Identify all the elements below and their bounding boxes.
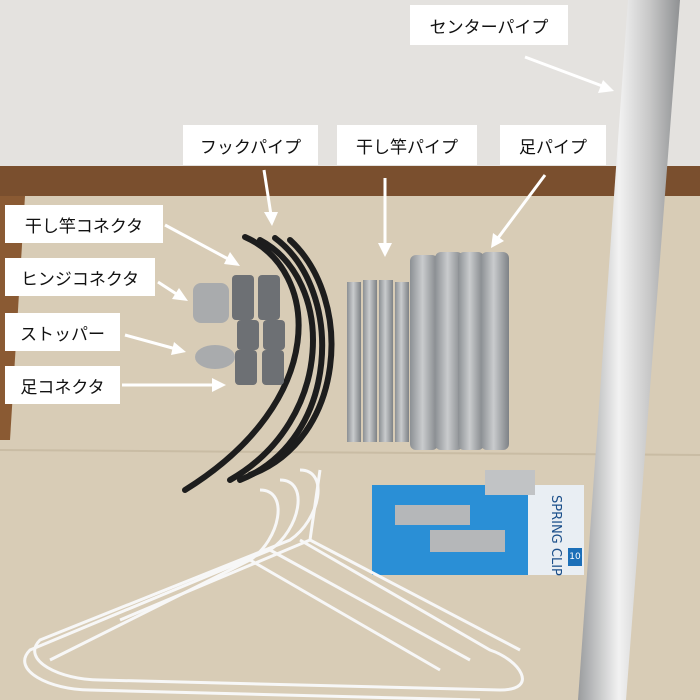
label-pole-connector: 干し竿コネクタ xyxy=(5,205,163,243)
label-stopper: ストッパー xyxy=(5,313,120,351)
label-leg-pipe: 足パイプ xyxy=(500,125,606,165)
center-pipe xyxy=(578,0,680,700)
baseboard xyxy=(0,166,700,196)
label-hinge-connector: ヒンジコネクタ xyxy=(5,258,155,296)
package-title: SPRING CLIP xyxy=(548,495,563,576)
leg-pipes xyxy=(410,252,509,450)
spring-clip-package: SPRING CLIP xyxy=(372,470,584,576)
connectors xyxy=(193,275,285,385)
label-pole-pipe: 干し竿パイプ xyxy=(337,125,477,165)
package-count-badge: 10 xyxy=(568,548,582,566)
hangers xyxy=(23,468,524,700)
label-hook-pipe: フックパイプ xyxy=(183,125,318,165)
pole-pipes xyxy=(347,280,409,442)
arrows xyxy=(122,55,614,392)
label-leg-connector: 足コネクタ xyxy=(5,366,120,404)
label-center-pipe: センターパイプ xyxy=(410,5,568,45)
hook-pipes xyxy=(182,234,335,493)
